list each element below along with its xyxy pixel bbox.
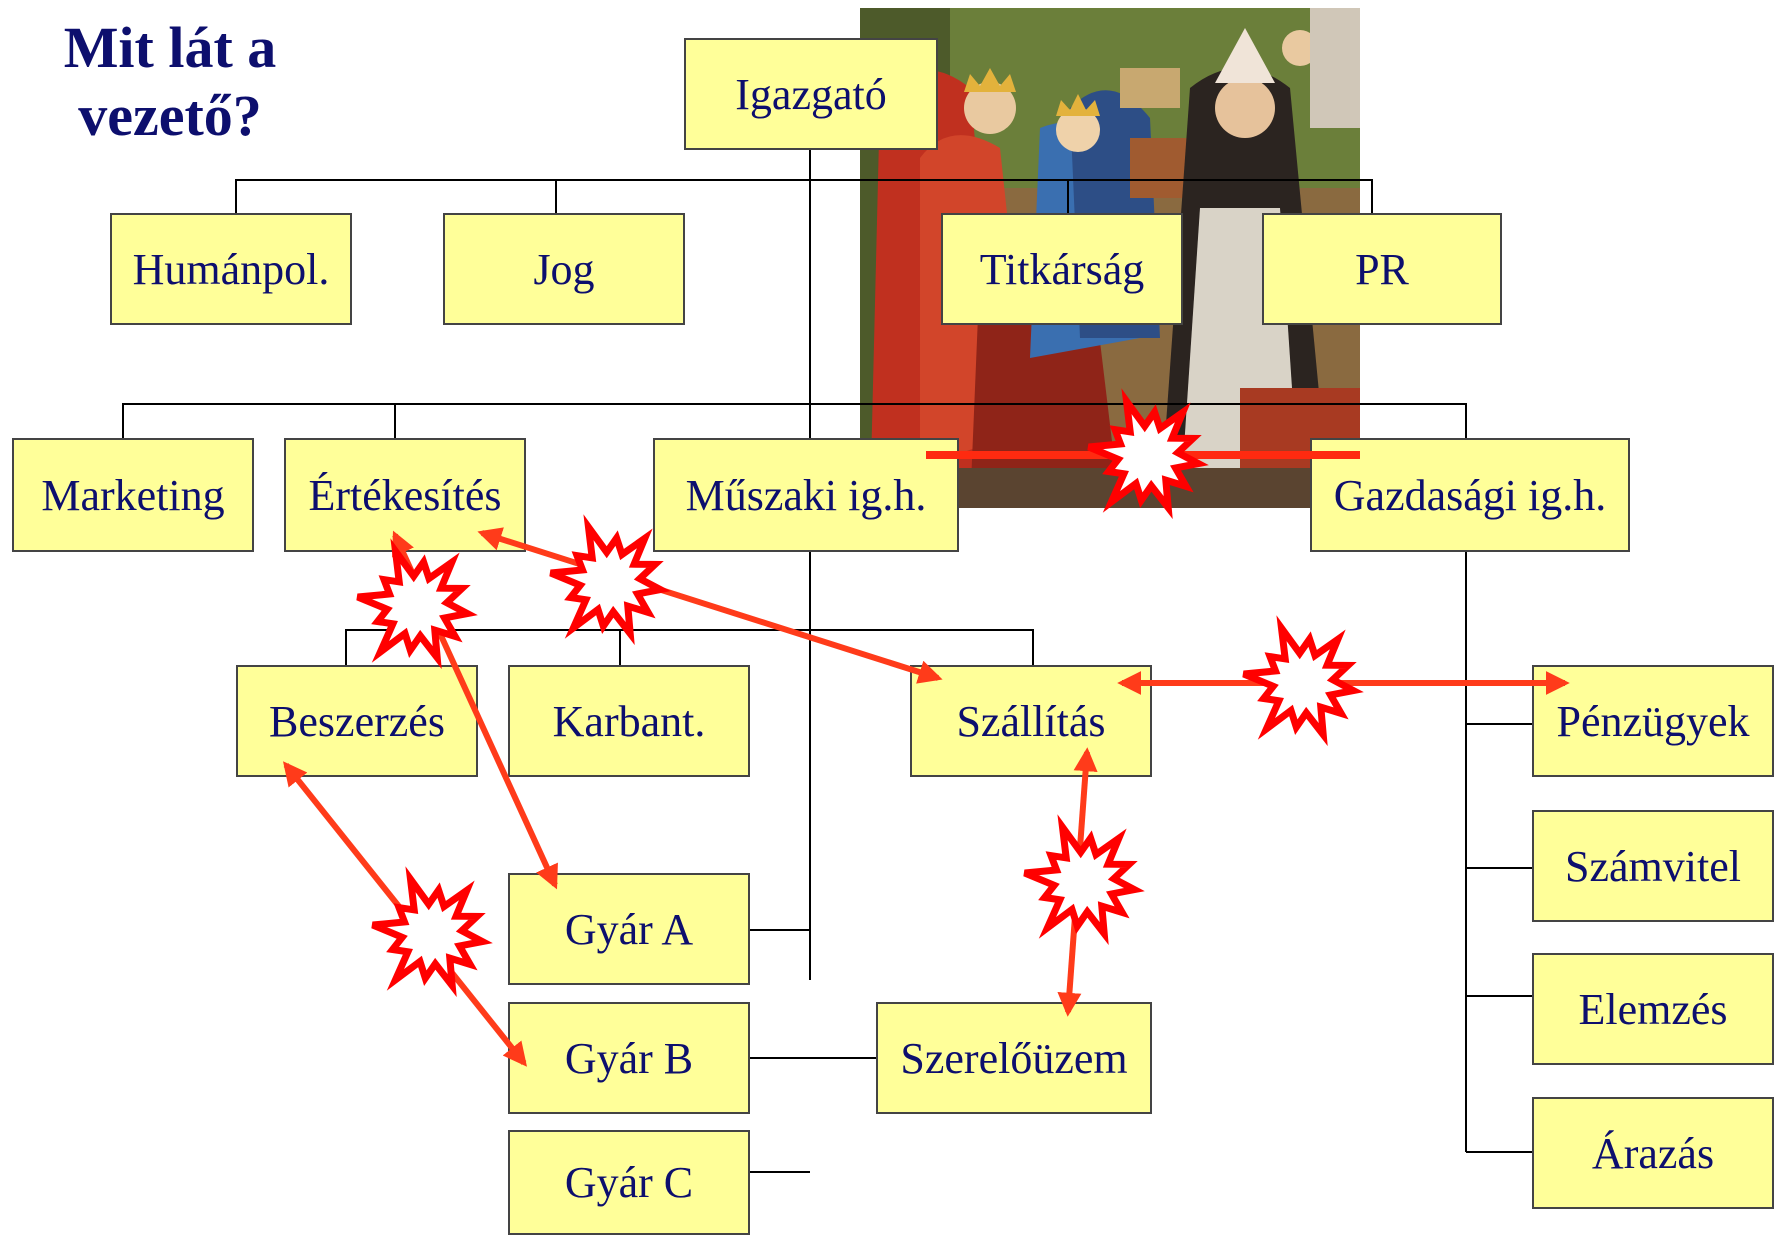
node-titkarsag: Titkárság: [941, 213, 1183, 325]
node-gyar-c: Gyár C: [508, 1130, 750, 1235]
page-title: Mit lát a vezető?: [30, 14, 310, 150]
node-gazdasagi: Gazdasági ig.h.: [1310, 438, 1630, 552]
node-pr: PR: [1262, 213, 1502, 325]
node-penzugyek: Pénzügyek: [1532, 665, 1774, 777]
node-szamvitel: Számvitel: [1532, 810, 1774, 922]
title-line-2: vezető?: [78, 83, 262, 148]
node-gyar-a: Gyár A: [508, 873, 750, 985]
node-karbant: Karbant.: [508, 665, 750, 777]
node-szallitas: Szállítás: [910, 665, 1152, 777]
node-muszaki: Műszaki ig.h.: [653, 438, 959, 552]
node-humanpol: Humánpol.: [110, 213, 352, 325]
node-gyar-b: Gyár B: [508, 1002, 750, 1114]
node-arazas: Árazás: [1532, 1097, 1774, 1209]
node-marketing: Marketing: [12, 438, 254, 552]
node-ertekesites: Értékesítés: [284, 438, 526, 552]
node-szereluzem: Szerelőüzem: [876, 1002, 1152, 1114]
node-elemzes: Elemzés: [1532, 953, 1774, 1065]
title-line-1: Mit lát a: [63, 15, 277, 80]
node-jog: Jog: [443, 213, 685, 325]
node-beszerzes: Beszerzés: [236, 665, 478, 777]
node-igazgato: Igazgató: [684, 38, 938, 150]
